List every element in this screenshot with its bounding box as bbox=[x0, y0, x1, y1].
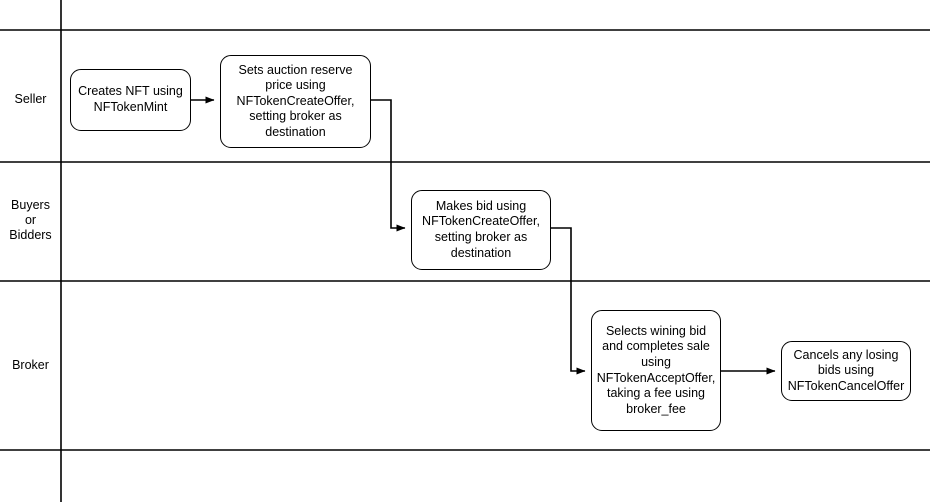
node-selects-winning-bid[interactable]: Selects wining bid and completes sale us… bbox=[591, 310, 721, 431]
lane-label-buyers: Buyers or Bidders bbox=[9, 198, 52, 242]
lane-label-seller: Seller bbox=[14, 92, 47, 106]
connector-sets-reserve-price-to-makes-bid bbox=[371, 99, 406, 232]
connector-lines bbox=[191, 96, 776, 375]
connector-makes-bid-to-selects-winning-bid bbox=[551, 227, 586, 375]
node-makes-bid[interactable]: Makes bid using NFTokenCreateOffer, sett… bbox=[411, 190, 551, 270]
lane-label-broker: Broker bbox=[12, 358, 49, 372]
node-sets-reserve-price[interactable]: Sets auction reserve price using NFToken… bbox=[220, 55, 371, 148]
node-cancels-losing-bids[interactable]: Cancels any losing bids using NFTokenCan… bbox=[781, 341, 911, 401]
node-creates-nft[interactable]: Creates NFT using NFTokenMint bbox=[70, 69, 191, 131]
